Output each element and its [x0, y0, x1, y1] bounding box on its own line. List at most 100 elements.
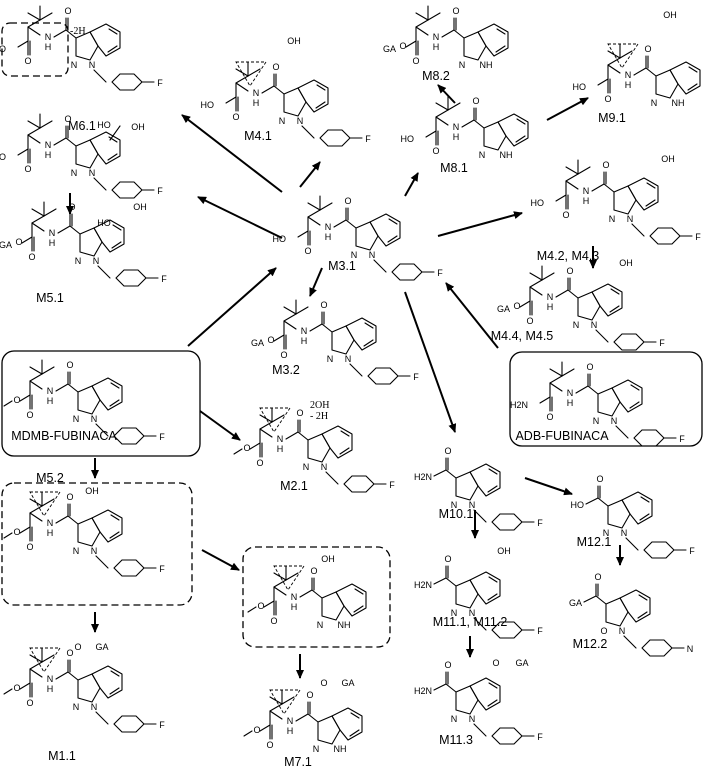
- atom-m3_2-8: F: [413, 372, 419, 382]
- atom-boxhyd-0: O: [13, 527, 20, 537]
- atom-m2_1-0: O: [243, 443, 250, 453]
- atom-m7_1-1: O: [266, 740, 273, 750]
- label-m5_2: M5.2: [36, 471, 64, 485]
- atom-m11_1-1: O: [444, 554, 451, 564]
- atom-m9_1-4: O: [644, 44, 651, 54]
- atom-m4_4-1: O: [513, 301, 520, 311]
- dashed-box-hydroxy-intermediate: [1, 482, 193, 606]
- parent-box-adb-fubinaca: [509, 351, 703, 447]
- atom-m11_3-0: H2N: [414, 686, 432, 696]
- atom-m5_1-2: N: [45, 140, 52, 150]
- atom-m12_1-4: F: [689, 546, 695, 556]
- arrow-adb-to-m3-1: [445, 282, 499, 349]
- atom-m8_2-2: O: [412, 56, 419, 66]
- arrow-mdmb-to-m2-1: [199, 410, 241, 441]
- atom-m4_1-1: O: [232, 112, 239, 122]
- atom-adb-3: H: [567, 398, 574, 408]
- atom-m5_1-3: H: [45, 150, 52, 160]
- atom-adb-2: N: [567, 388, 574, 398]
- atom-m12_2-2: O: [600, 626, 607, 636]
- atom-m4_4-2: O: [526, 316, 533, 326]
- atom-m1_1-8: O: [74, 642, 81, 652]
- atom-m1_1-1: O: [26, 698, 33, 708]
- atom-m12_2-4: N: [687, 644, 694, 654]
- atom-boxhyd-3: H: [47, 528, 54, 538]
- dashed-box-nh-intermediate: [242, 546, 391, 648]
- atom-m4_1-6: N: [297, 116, 304, 126]
- atom-m6_1-4: O: [64, 6, 71, 16]
- atom-m5_1-5: N: [71, 168, 78, 178]
- atom-m3_1-0: HO: [273, 234, 287, 244]
- atom-m4_2-3: H: [583, 196, 590, 206]
- atom-m3_2-7: N: [345, 354, 352, 364]
- atom-boxhyd-7: F: [159, 564, 165, 574]
- atom-m7_1-5: N: [313, 744, 320, 754]
- atom-boxhyd-1: O: [26, 542, 33, 552]
- atom-m1_1-6: N: [91, 702, 98, 712]
- atom-m1_1-0: O: [13, 683, 20, 693]
- atom-m4_2-0: HO: [531, 198, 545, 208]
- parent-box-mdmb-fubinaca: [1, 350, 201, 457]
- note-m6_1: -2H: [70, 26, 86, 37]
- atom-m12_1-2: N: [603, 528, 610, 538]
- atom-m5_1-0: HO: [0, 152, 6, 162]
- atom-boxnh-1: O: [270, 616, 277, 626]
- atom-m11_1-4: F: [537, 626, 543, 636]
- arrow-m3-1-to-m4-2: [437, 211, 523, 237]
- atom-m11_3-3: N: [469, 714, 476, 724]
- atom-m4_1-3: H: [253, 98, 260, 108]
- atom-m4_1-8: OH: [287, 36, 301, 46]
- label-m9_1: M9.1: [598, 111, 626, 125]
- atom-boxnh-0: O: [257, 601, 264, 611]
- label-m8_2: M8.2: [422, 69, 450, 83]
- atom-m4_2-8: OH: [661, 154, 675, 164]
- atom-m10_1-4: F: [537, 518, 543, 528]
- atom-m5_1-9: OH: [131, 122, 145, 132]
- atom-m1_1-2: N: [47, 674, 54, 684]
- label-adb: ADB-FUBINACA: [515, 429, 609, 443]
- atom-m2_1-3: H: [277, 444, 284, 454]
- label-m12_1: M12.1: [577, 535, 612, 549]
- atom-m5_2-0: GA: [0, 240, 12, 250]
- note-m2_1-1: - 2H: [310, 411, 328, 422]
- atom-m10_1-1: O: [444, 446, 451, 456]
- atom-m9_1-0: HO: [573, 82, 587, 92]
- atom-m1_1-3: H: [47, 684, 54, 694]
- atom-adb-1: O: [546, 412, 553, 422]
- atom-boxnh-3: H: [291, 602, 298, 612]
- atom-mdmb-4: O: [66, 360, 73, 370]
- atom-m8_2-3: N: [433, 32, 440, 42]
- atom-m4_2-1: O: [562, 210, 569, 220]
- atom-m8_2-5: O: [452, 6, 459, 16]
- atom-m3_2-4: H: [301, 336, 308, 346]
- atom-adb-0: H2N: [510, 400, 528, 410]
- atom-m7_1-3: H: [287, 726, 294, 736]
- atom-m5_1-4: O: [64, 114, 71, 124]
- label-m3_2: M3.2: [272, 363, 300, 377]
- atom-m12_1-3: N: [621, 528, 628, 538]
- atom-m7_1-6: NH: [334, 744, 347, 754]
- atom-m3_2-6: N: [327, 354, 334, 364]
- atom-adb-4: O: [586, 362, 593, 372]
- atom-m5_1-8: HO: [97, 120, 111, 130]
- label-m4_1: M4.1: [244, 129, 272, 143]
- atom-m3_1-6: N: [369, 250, 376, 260]
- atom-m6_1-5: N: [71, 60, 78, 70]
- atom-m11_1-5: OH: [497, 546, 511, 556]
- arrow-mdmb-to-m3-1: [187, 267, 277, 347]
- atom-m4_1-2: N: [253, 88, 260, 98]
- atom-m5_2-10: OH: [133, 202, 147, 212]
- atom-m4_1-5: N: [279, 116, 286, 126]
- atom-m7_1-8: GA: [341, 678, 354, 688]
